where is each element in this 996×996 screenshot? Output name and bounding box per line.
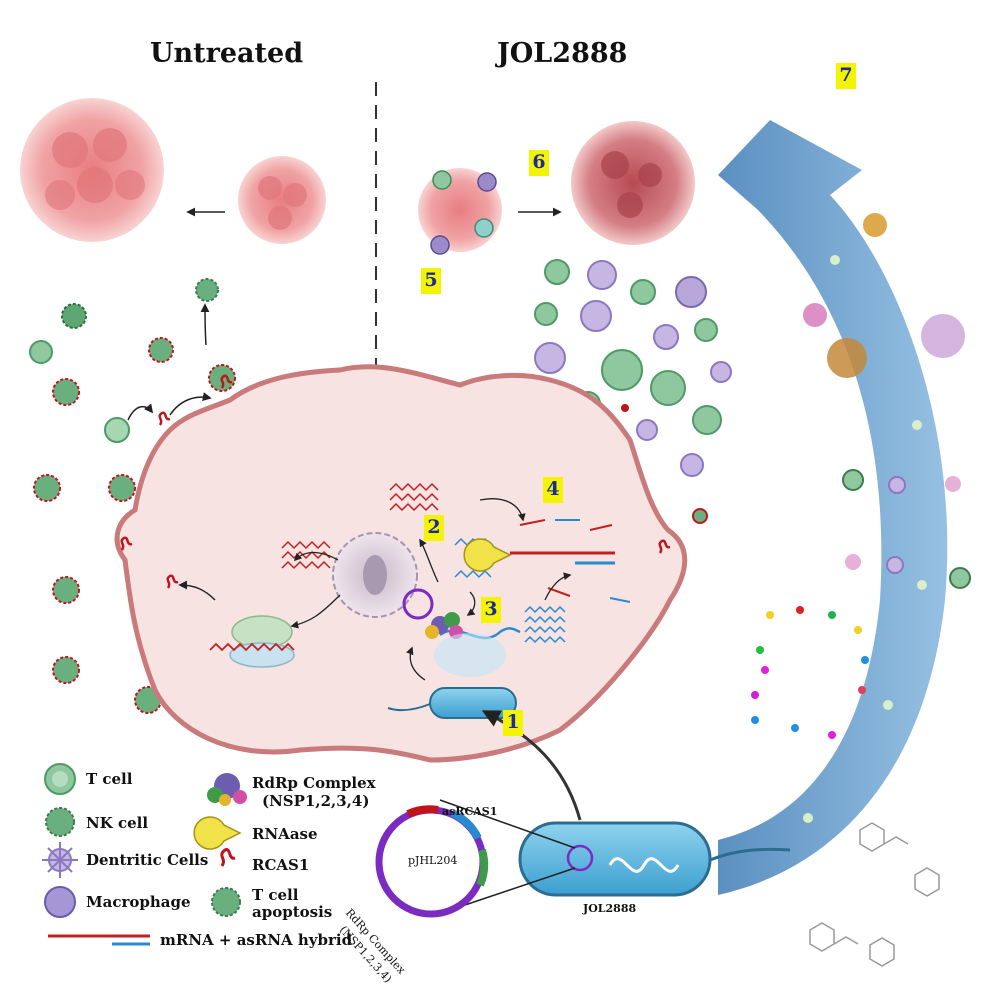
- binding-arrow-2: [169, 392, 212, 416]
- legend-rdrp-line2: (NSP1,2,3,4): [262, 792, 370, 810]
- rdrp-complex-cell: [425, 612, 463, 639]
- legend-rnaase: RNAase: [252, 825, 318, 843]
- header-untreated: Untreated: [150, 38, 304, 69]
- hybrid-arrow: [544, 572, 572, 601]
- zoom-line-top: [439, 799, 576, 849]
- step-badge-2: 2: [424, 515, 444, 541]
- rcas1-arrow: [178, 580, 216, 601]
- bacterium-in-cell: [387, 633, 517, 719]
- immune-cell-cloud: [534, 259, 732, 524]
- export-arrow: [293, 551, 339, 562]
- step3-arrow: [466, 591, 476, 616]
- header-jol2888: JOL2888: [497, 38, 628, 69]
- plasmid-name-label: pJHL204: [408, 854, 458, 867]
- legend-icons: [42, 763, 247, 946]
- step2-arrow: [419, 538, 439, 583]
- plasmid-insert-label: asRCAS1: [442, 805, 498, 818]
- cytokine-ring: [751, 606, 869, 739]
- step-badge-4: 4: [543, 477, 563, 503]
- bacterium-jol2888: [518, 821, 791, 897]
- apoptosis-arrow: [200, 303, 210, 346]
- rcas1-proteins: [120, 374, 671, 589]
- rnaase-enzyme: [463, 538, 512, 572]
- tumor-infiltrated: [418, 168, 502, 255]
- mrna-cluster-right: [389, 482, 439, 512]
- legend-apoptosis-line1: T cell: [252, 886, 299, 904]
- step4-arrow: [479, 498, 526, 522]
- release-arrow: [406, 646, 426, 681]
- molecule-structures: [809, 822, 940, 967]
- asrna-fragments: [555, 519, 631, 603]
- tumor-dying: [571, 121, 695, 245]
- step-badge-7: 7: [836, 63, 856, 89]
- legend-macrophage: Macrophage: [86, 893, 191, 911]
- apoptotic-t-cells: [29, 278, 236, 714]
- plasmid-in-cell: [402, 588, 434, 620]
- plasmid-map: [375, 805, 489, 918]
- curved-blue-arrow: [718, 120, 948, 895]
- step-badge-1: 1: [503, 710, 523, 736]
- delivery-arrow: [481, 710, 582, 821]
- mrna-strand-ribosome: [209, 642, 295, 652]
- tumor-large-untreated: [20, 98, 164, 242]
- tumor-small-untreated: [238, 156, 326, 244]
- legend-t-cell: T cell: [86, 770, 133, 788]
- step-badge-6: 6: [529, 150, 549, 176]
- nucleolus: [363, 555, 387, 595]
- bacterium-label: JOL2888: [583, 902, 637, 915]
- legend-rcas1: RCAS1: [252, 856, 310, 874]
- legend-nk-cell: NK cell: [86, 814, 149, 832]
- legend-hybrid: mRNA + asRNA hybrid: [160, 931, 353, 949]
- step-badge-5: 5: [421, 268, 441, 294]
- step-badge-3: 3: [481, 597, 501, 623]
- right-immune-cells: [803, 213, 971, 589]
- zoom-line-bottom: [464, 867, 576, 906]
- asrna-cluster: [524, 605, 566, 644]
- legend-dendritic: Dentritic Cells: [86, 851, 209, 869]
- binding-arrow-1: [127, 403, 154, 421]
- legend-apoptosis-line2: apoptosis: [252, 903, 333, 921]
- legend-rdrp-line1: RdRp Complex: [252, 774, 376, 792]
- translation-arrow: [290, 594, 341, 629]
